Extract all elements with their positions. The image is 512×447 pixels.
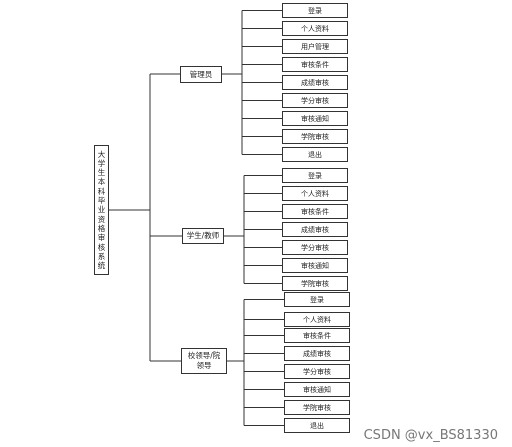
root-node: 大学生本科毕业资格审核系统 — [94, 145, 109, 275]
leaf-node-g1-4: 学分审核 — [282, 240, 348, 255]
leaf-node-g0-7: 学院审核 — [282, 129, 348, 144]
leaf-node-g0-2: 用户管理 — [282, 39, 348, 54]
group-admin-node: 管理员 — [180, 66, 222, 83]
leaf-node-g2-6: 学院审核 — [284, 400, 350, 415]
leaf-node-g1-5: 审核通知 — [282, 258, 348, 273]
watermark-text: CSDN @vx_BS81330 — [363, 428, 498, 443]
leaf-node-g0-6: 审核通知 — [282, 111, 348, 126]
group-leader-node: 校领导/院领导 — [181, 348, 227, 374]
leaf-node-g1-0: 登录 — [282, 168, 348, 183]
leaf-node-g0-4: 成绩审核 — [282, 75, 348, 90]
leaf-node-g0-8: 退出 — [282, 147, 348, 162]
group-student-teacher-node: 学生/教师 — [182, 228, 224, 244]
leaf-node-g1-6: 学院审核 — [282, 276, 348, 291]
leaf-node-g0-5: 学分审核 — [282, 93, 348, 108]
leaf-node-g0-0: 登录 — [282, 3, 348, 18]
leaf-node-g1-1: 个人资料 — [282, 186, 348, 201]
leaf-node-g2-1: 个人资料 — [284, 312, 350, 327]
leaf-node-g2-4: 学分审核 — [284, 364, 350, 379]
leaf-node-g2-2: 审核条件 — [284, 328, 350, 343]
leaf-node-g1-3: 成绩审核 — [282, 222, 348, 237]
leaf-node-g0-1: 个人资料 — [282, 21, 348, 36]
leaf-node-g2-0: 登录 — [284, 292, 350, 307]
leaf-node-g2-7: 退出 — [284, 418, 350, 433]
leaf-node-g1-2: 审核条件 — [282, 204, 348, 219]
leaf-node-g2-5: 审核通知 — [284, 382, 350, 397]
leaf-node-g2-3: 成绩审核 — [284, 346, 350, 361]
leaf-node-g0-3: 审核条件 — [282, 57, 348, 72]
